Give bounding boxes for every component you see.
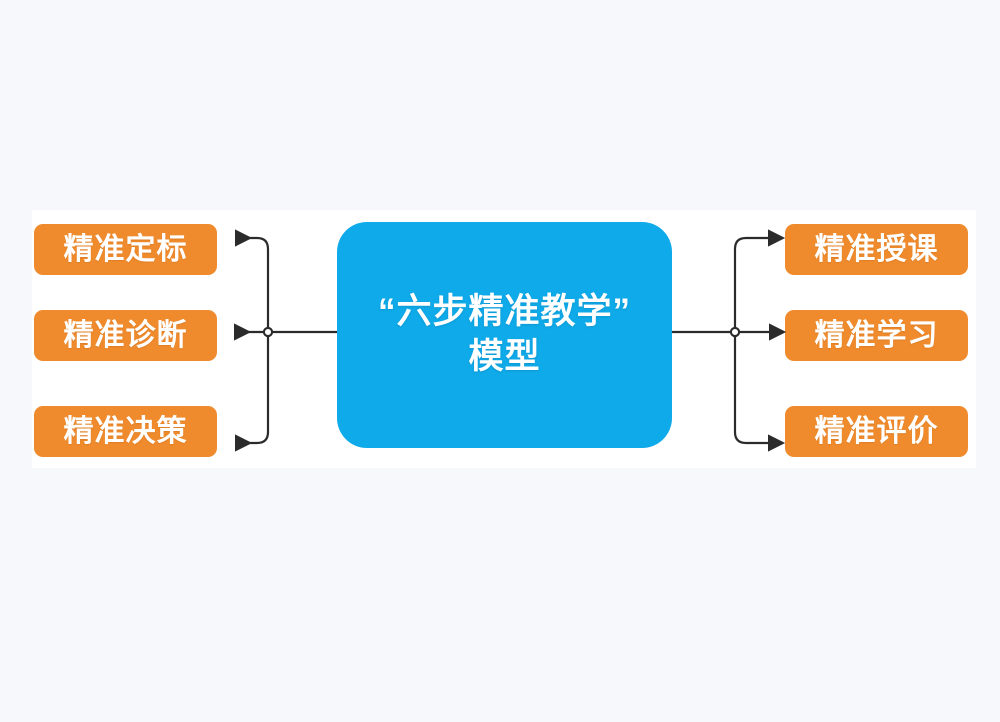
node-right-1[interactable]: 精准授课 <box>785 224 968 275</box>
center-title-line-1: “六步精准教学” <box>377 292 631 332</box>
node-right-2[interactable]: 精准学习 <box>785 310 968 361</box>
center-title-line-2: 模型 <box>468 337 541 376</box>
node-left-2-label: 精准诊断 <box>63 318 188 352</box>
node-left-3[interactable]: 精准决策 <box>34 406 217 457</box>
node-left-1-label: 精准定标 <box>63 232 188 266</box>
node-right-3-label: 精准评价 <box>814 414 939 448</box>
node-right-3[interactable]: 精准评价 <box>785 406 968 457</box>
node-right-1-label: 精准授课 <box>814 232 939 266</box>
node-left-3-label: 精准决策 <box>63 414 188 448</box>
node-right-2-label: 精准学习 <box>814 318 939 352</box>
center-model-box[interactable]: “六步精准教学” 模型 <box>337 222 672 448</box>
node-left-1[interactable]: 精准定标 <box>34 224 217 275</box>
node-left-2[interactable]: 精准诊断 <box>34 310 217 361</box>
